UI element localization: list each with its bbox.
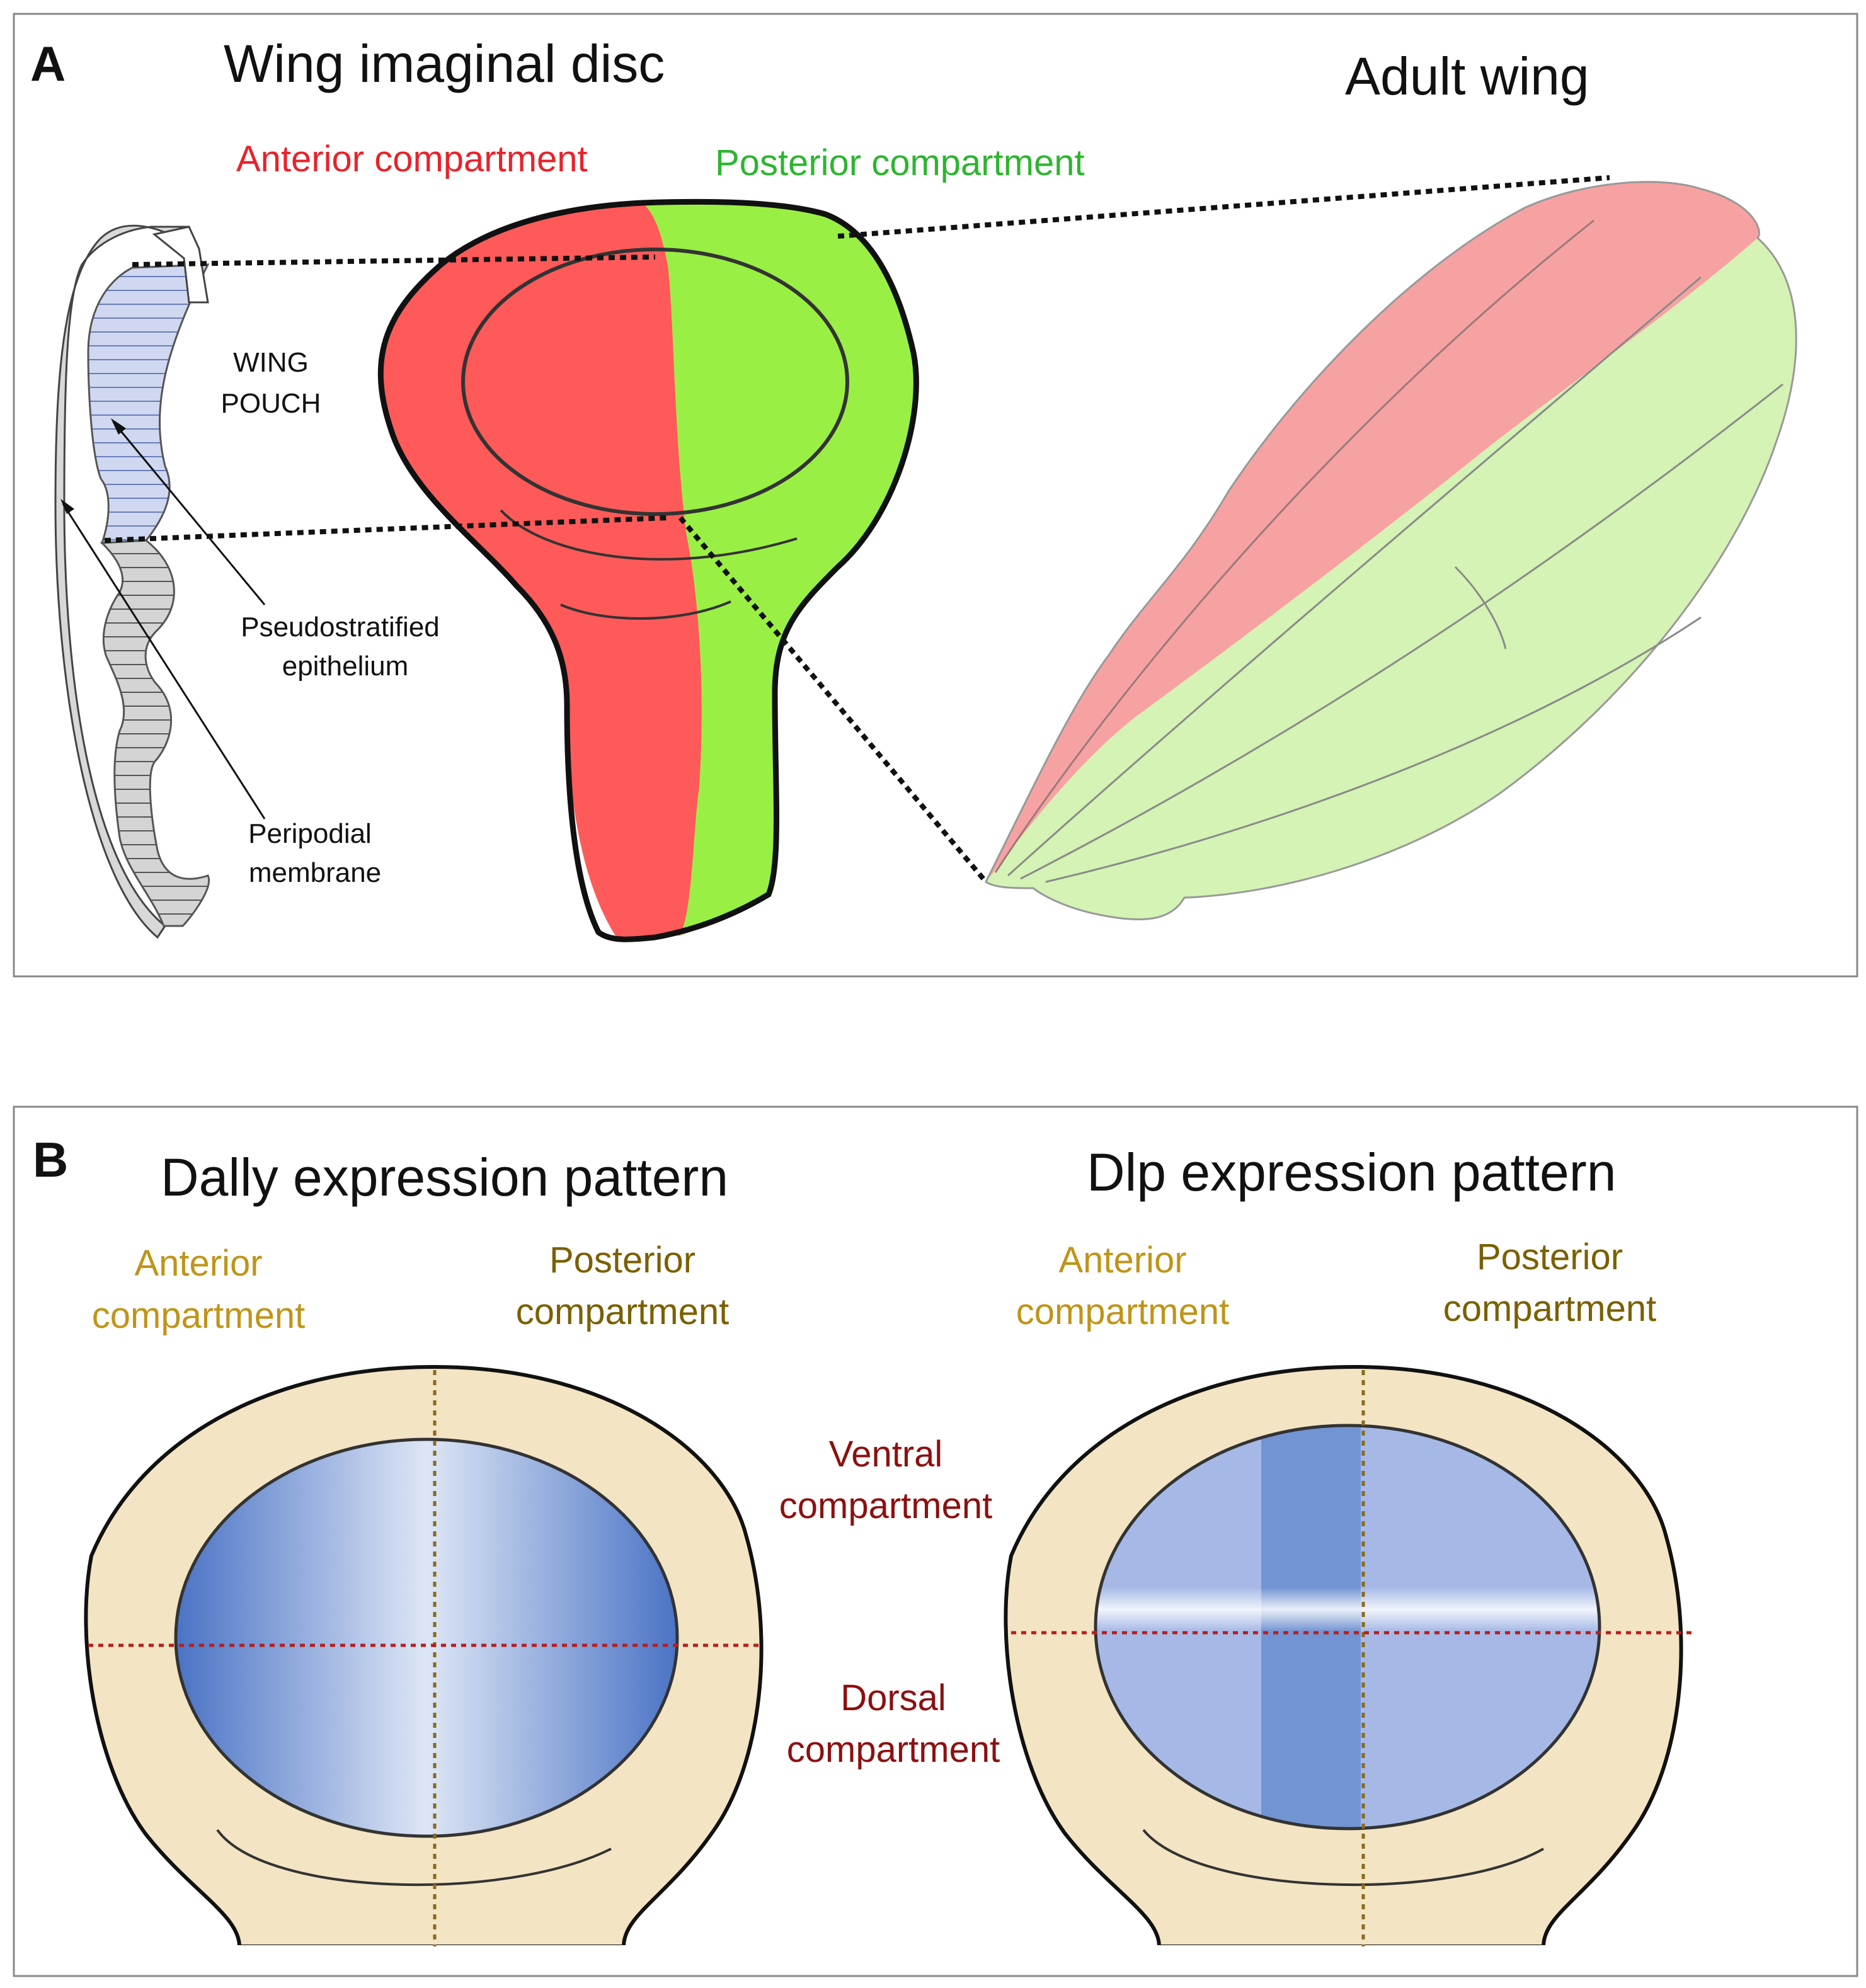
peripodial-label-line1: Peripodial xyxy=(248,818,372,849)
dlp-dv-low-band xyxy=(1096,1587,1600,1631)
pseudostratified-arrow xyxy=(112,421,266,605)
anterior-compartment-label: Anterior compartment xyxy=(236,139,588,180)
wing-vein-4 xyxy=(1045,616,1702,883)
dally-fold xyxy=(216,1829,612,1887)
wing-disc xyxy=(377,198,919,942)
wing-pouch-label-line1: WING xyxy=(233,347,309,378)
disc-outline xyxy=(377,198,919,942)
panel-b: B Dally expression pattern Dlp expressio… xyxy=(13,1105,1858,1977)
disc-fold-1 xyxy=(500,509,798,561)
pseudostratified-label-line1: Pseudostratified xyxy=(241,612,440,643)
wing-crossvein xyxy=(1454,566,1507,649)
pseudostratified-epithelium-pouch xyxy=(87,263,210,544)
projection-line-wing-top xyxy=(837,175,1610,239)
wing-vein-2 xyxy=(1007,276,1702,877)
dally-anterior-line2: compartment xyxy=(92,1295,305,1336)
dlp-disc-bottom-mask xyxy=(1147,1945,1556,1964)
dally-disc xyxy=(84,1364,764,1964)
dally-posterior-line1: Posterior xyxy=(549,1240,695,1281)
projection-line-top xyxy=(132,254,656,267)
panel-a: A Wing imaginal disc Adult wing Anterior… xyxy=(13,13,1858,978)
wing-outline xyxy=(985,181,1797,920)
dlp-anterior-line2: compartment xyxy=(1016,1291,1229,1332)
posterior-compartment-label: Posterior compartment xyxy=(715,142,1085,183)
dally-pouch-outline xyxy=(174,1437,679,1838)
wing-pouch-label-line2: POUCH xyxy=(221,388,321,419)
pseudostratified-epithelium-hinge xyxy=(100,539,210,927)
dally-posterior-line2: compartment xyxy=(516,1291,729,1332)
dlp-disc xyxy=(1004,1364,1695,1964)
disc-title: Wing imaginal disc xyxy=(224,34,665,93)
panel-b-letter: B xyxy=(33,1132,68,1187)
wing-pouch-ellipse xyxy=(461,248,849,516)
dlp-pouch-outline xyxy=(1094,1424,1601,1831)
dorsal-label-line2: compartment xyxy=(787,1729,1000,1770)
wing-vein-3 xyxy=(1020,383,1783,880)
ventral-label-line1: Ventral xyxy=(829,1434,943,1475)
dally-title: Dally expression pattern xyxy=(161,1148,728,1207)
dorsal-label-line1: Dorsal xyxy=(840,1677,946,1718)
dlp-posterior-line1: Posterior xyxy=(1477,1237,1623,1277)
dally-anterior-line1: Anterior xyxy=(134,1243,262,1284)
wing-posterior-region xyxy=(986,238,1797,920)
dlp-fold xyxy=(1142,1829,1544,1887)
dlp-anterior-line1: Anterior xyxy=(1058,1240,1186,1281)
wing-anterior-region xyxy=(986,181,1760,882)
projection-line-mid xyxy=(104,515,668,543)
pseudostratified-arrowhead xyxy=(111,418,126,435)
cross-section-hook xyxy=(152,226,209,304)
pseudostratified-label-line2: epithelium xyxy=(282,651,409,682)
ventral-label-line2: compartment xyxy=(779,1485,992,1526)
disc-anterior-region xyxy=(381,203,702,939)
disc-cross-section xyxy=(54,224,210,939)
panel-a-letter: A xyxy=(30,36,66,91)
peripodial-arrow xyxy=(62,503,266,820)
peripodial-arrowhead xyxy=(60,499,74,514)
dally-disc-bottom-mask xyxy=(227,1945,636,1964)
peripodial-label-line2: membrane xyxy=(249,857,381,888)
adult-wing-title: Adult wing xyxy=(1345,47,1589,106)
disc-fold-2 xyxy=(560,600,731,620)
wing-vein-1 xyxy=(994,219,1594,873)
dlp-posterior-line2: compartment xyxy=(1443,1288,1656,1329)
adult-wing xyxy=(985,181,1797,920)
dlp-title: Dlp expression pattern xyxy=(1087,1143,1616,1202)
